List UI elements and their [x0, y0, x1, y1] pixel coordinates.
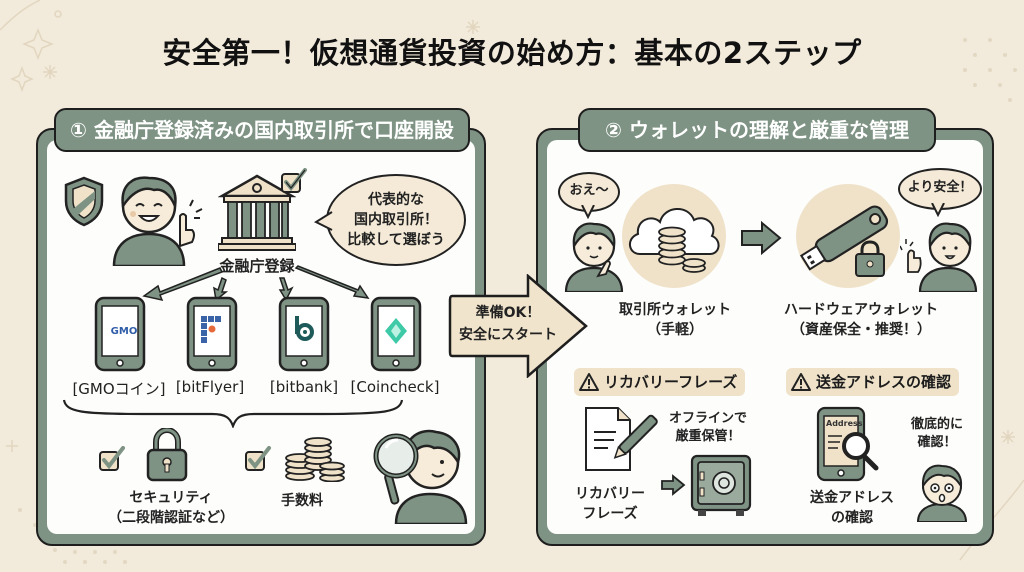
checkbox-checked-icon: [245, 446, 271, 471]
right-arrow-icon: [661, 474, 686, 496]
person-thinking-illustration: [564, 222, 624, 292]
shield-icon: [64, 176, 104, 227]
gmo-logo-icon: GMO: [110, 326, 138, 337]
curly-brace: [62, 399, 404, 428]
warning-icon: [579, 373, 599, 391]
address-check-tag-text: 送金アドレスの確認: [816, 373, 952, 391]
address-note: 徹底的に 確認！: [902, 416, 972, 452]
address-check-label: 送金アドレス の確認: [792, 488, 912, 528]
right-arrow-icon: [741, 221, 782, 255]
address-check-tag: 送金アドレスの確認: [786, 368, 960, 396]
speech-bubble-line: 国内取引所！: [354, 212, 438, 228]
recovery-note-line1: オフラインで: [668, 411, 747, 426]
start-arrow-line2: 安全にスタート: [459, 327, 557, 343]
hardware-wallet-line2: （資産保全・推奨！）: [791, 322, 931, 338]
criterion-security-label: セキュリティ （二段階認証など）: [96, 488, 246, 528]
exchange-label-bitflyer: [bitFlyer]: [175, 378, 245, 396]
recovery-note-line2: 厳重保管！: [675, 429, 741, 444]
speech-bubble-tail: [581, 205, 595, 219]
exchange-item-gmo[interactable]: GMO: [90, 296, 150, 372]
exchange-wallet-line1: 取引所ウォレット: [619, 302, 731, 318]
exchange-wallet-line2: （手軽）: [647, 322, 703, 338]
coin-stack-icon: [285, 437, 345, 482]
smartphone-icon: [186, 296, 238, 372]
speech-bubble-tail: [931, 203, 945, 217]
start-arrow-label: 準備OK！ 安全にスタート: [452, 302, 564, 346]
start-arrow-shape: [448, 274, 588, 378]
criterion-fee-label: 手数料: [281, 493, 323, 509]
bitbank-logo-icon: [295, 316, 314, 341]
checkbox-checked-icon: [99, 446, 125, 471]
speech-bubble-line: 代表的な: [368, 192, 424, 208]
smartphone-icon: [278, 296, 330, 372]
speech-bubble-line: 比較して選ぼう: [347, 232, 445, 248]
phone-address-search-icon: [816, 406, 879, 482]
speech-bubble-compare: 代表的な 国内取引所！ 比較して選ぼう: [326, 174, 466, 266]
bitflyer-logo-icon: [201, 316, 221, 343]
speech-bubble-tail: [314, 211, 333, 231]
exchange-wallet-icon: [622, 184, 726, 288]
warning-icon: [791, 373, 811, 391]
address-check-line1: 送金アドレス: [810, 490, 894, 506]
criterion-security-line2: （二段階認証など）: [108, 510, 234, 526]
step2-heading: ② ウォレットの理解と厳重な管理: [578, 108, 936, 152]
exchange-item-coincheck[interactable]: [366, 296, 426, 372]
step1-heading: ① 金融庁登録済みの国内取引所で口座開設: [54, 108, 470, 152]
bank-building-icon: [218, 174, 296, 251]
checkbox-checked-icon: [281, 168, 307, 193]
fsa-registration-label: 金融庁登録: [219, 257, 295, 275]
recovery-doc-label: リカバリー フレーズ: [570, 484, 650, 524]
address-note-line2: 確認！: [917, 435, 957, 450]
smartphone-icon: [370, 296, 422, 372]
person-magnifier-illustration: [373, 429, 468, 524]
person-thumbs-up-illustration: [900, 222, 978, 292]
padlock-icon: [146, 428, 188, 482]
address-screen-text: Address: [826, 419, 863, 428]
exchange-label-bitbank: [bitbank]: [269, 378, 339, 396]
hardware-wallet-icon: [796, 184, 900, 288]
recovery-doc-line2: フレーズ: [582, 506, 638, 522]
person-pointing-illustration: [112, 176, 203, 266]
exchange-item-bitbank[interactable]: [274, 296, 334, 372]
smartphone-icon: [94, 296, 146, 372]
person-surprised-illustration: [916, 464, 968, 522]
criterion-security-line1: セキュリティ: [129, 490, 213, 506]
address-check-line2: の確認: [831, 510, 873, 526]
exchange-label-coincheck: [Coincheck]: [350, 378, 440, 396]
distribution-arrows: [142, 265, 370, 302]
recovery-phrase-tag-text: リカバリーフレーズ: [604, 373, 738, 391]
recovery-note: オフラインで 厳重保管！: [668, 410, 748, 446]
recovery-phrase-tag: リカバリーフレーズ: [574, 368, 746, 396]
exchange-item-bitflyer[interactable]: [182, 296, 242, 372]
address-note-line1: 徹底的に: [910, 417, 963, 432]
document-pen-icon: [585, 407, 658, 471]
safe-icon: [690, 454, 752, 516]
page-title: 安全第一！仮想通貨投資の始め方：基本の2ステップ: [162, 36, 862, 70]
exchange-wallet-label: 取引所ウォレット （手軽）: [600, 300, 750, 340]
coincheck-logo-icon: [385, 318, 407, 344]
start-arrow-line1: 準備OK！: [475, 305, 541, 321]
hardware-wallet-label: ハードウェアウォレット （資産保全・推奨！）: [766, 300, 956, 340]
recovery-doc-line1: リカバリー: [575, 486, 645, 502]
speech-bubble-left: おえ〜: [558, 172, 620, 212]
exchange-label-gmo: [GMOコイン]: [72, 380, 166, 398]
hardware-wallet-line1: ハードウェアウォレット: [784, 302, 938, 318]
